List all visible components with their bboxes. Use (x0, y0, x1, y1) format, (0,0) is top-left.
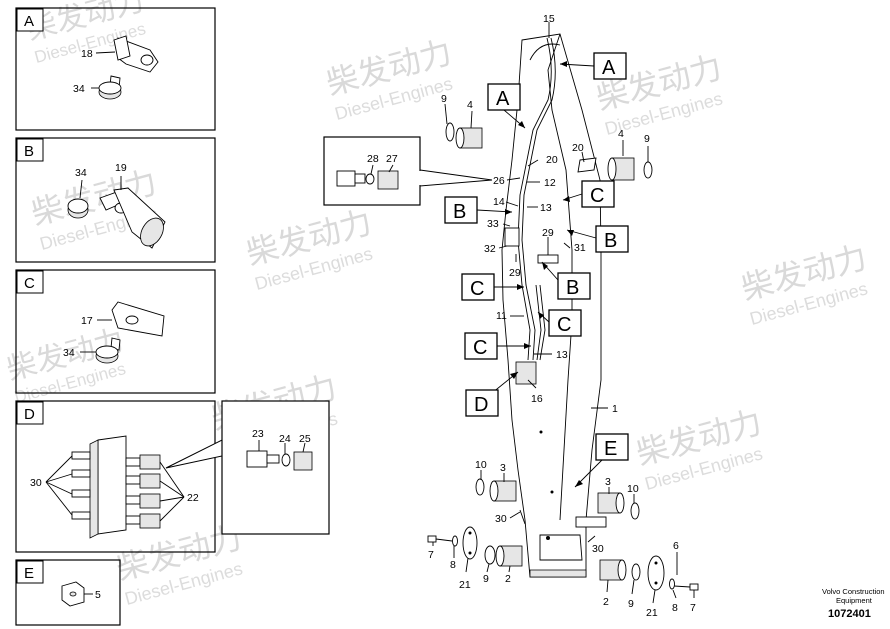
callout-25: 25 (299, 433, 311, 445)
panel-b: B 34 19 (15, 137, 216, 263)
callout-9: 9 (441, 93, 447, 105)
callout-7: 7 (428, 549, 434, 561)
callout-28: 28 (367, 153, 379, 165)
callout-11: 11 (496, 310, 507, 322)
boxed-label-a: A (602, 57, 616, 79)
callout-13: 13 (556, 349, 568, 361)
panel-d: D 30 22 (15, 400, 216, 553)
boxed-label-b: B (604, 230, 617, 252)
callout-17: 17 (81, 315, 93, 327)
callout-34: 34 (73, 83, 85, 95)
callout-29: 29 (542, 227, 554, 239)
callout-34: 34 (63, 347, 75, 359)
callout-14: 14 (493, 196, 505, 208)
callout-21: 21 (459, 579, 471, 591)
callout-30: 30 (30, 477, 42, 489)
callout-9: 9 (628, 598, 634, 610)
detail-28-27: 28 27 (323, 136, 493, 206)
callout-26: 26 (493, 175, 505, 187)
document-number: 1072401 (828, 608, 871, 620)
boxed-label-c: C (590, 185, 604, 207)
callout-30: 30 (495, 513, 507, 525)
callout-9: 9 (483, 573, 489, 585)
callout-33: 33 (487, 218, 499, 230)
credit-block: Volvo Construction Equipment 1072401 (822, 587, 885, 620)
callout-3: 3 (605, 476, 611, 488)
callout-1: 1 (612, 403, 618, 415)
callout-7: 7 (690, 602, 696, 614)
main-callouts: 15 9 4 4 9 20 20 26 12 14 13 33 29 31 32… (428, 13, 696, 619)
boxed-label-c: C (557, 314, 571, 336)
callout-12: 12 (544, 177, 556, 189)
callout-2: 2 (505, 573, 511, 585)
callout-9: 9 (644, 133, 650, 145)
boxed-label-e: E (604, 438, 617, 460)
leader-lines (432, 22, 695, 604)
callout-34: 34 (75, 167, 87, 179)
callout-4: 4 (467, 99, 473, 111)
callout-20: 20 (546, 154, 558, 166)
boxed-label-c: C (470, 278, 484, 300)
callout-22: 22 (187, 492, 199, 504)
callout-23: 23 (252, 428, 264, 440)
callout-10: 10 (475, 459, 487, 471)
callout-4: 4 (618, 128, 624, 140)
panel-letter: D (24, 406, 35, 423)
callout-18: 18 (81, 48, 93, 60)
callout-8: 8 (450, 559, 456, 571)
callout-2: 2 (603, 596, 609, 608)
boom-assembly (427, 33, 699, 591)
credit-line-2: Equipment (836, 596, 873, 605)
panel-e: E 5 (15, 559, 121, 626)
boxed-label-d: D (474, 394, 488, 416)
callout-10: 10 (627, 483, 639, 495)
boxed-label-b: B (453, 201, 466, 223)
panel-letter: A (24, 13, 34, 30)
callout-20: 20 (572, 142, 584, 154)
panel-c: C 17 34 (15, 269, 216, 394)
callout-32: 32 (484, 243, 496, 255)
callout-31: 31 (574, 242, 586, 254)
callout-29: 29 (509, 267, 521, 279)
boxed-label-a: A (496, 88, 510, 110)
callout-30: 30 (592, 543, 604, 555)
boxed-labels: A A B B B C C C C D (444, 52, 629, 488)
callout-6: 6 (673, 540, 679, 552)
panel-letter: C (24, 275, 35, 292)
panel-letter: B (24, 143, 34, 160)
panel-letter: E (24, 565, 34, 582)
callout-16: 16 (531, 393, 543, 405)
callout-13: 13 (540, 202, 552, 214)
boxed-label-b: B (566, 277, 579, 299)
boxed-label-c: C (473, 337, 487, 359)
callout-3: 3 (500, 462, 506, 474)
callout-27: 27 (386, 153, 398, 165)
callout-5: 5 (95, 589, 101, 601)
callout-24: 24 (279, 433, 291, 445)
detail-d-fitting: 23 24 25 (165, 400, 330, 535)
callout-8: 8 (672, 602, 678, 614)
callout-21: 21 (646, 607, 658, 619)
panel-a: A 18 34 (15, 7, 216, 131)
credit-line-1: Volvo Construction (822, 587, 885, 596)
callout-15: 15 (543, 13, 555, 25)
callout-19: 19 (115, 162, 127, 174)
